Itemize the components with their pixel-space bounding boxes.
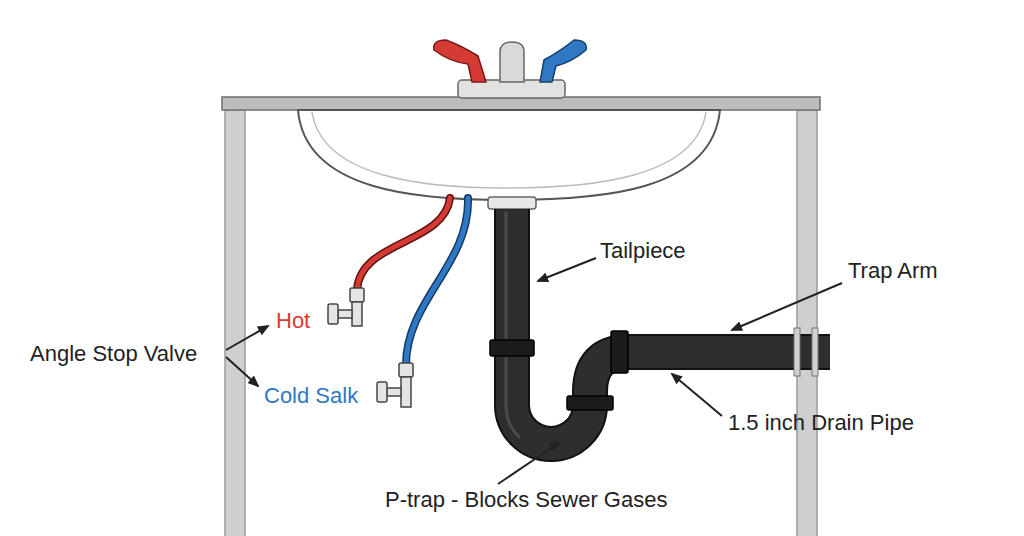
drain-flange bbox=[488, 197, 536, 209]
hot-label: Hot bbox=[276, 308, 310, 334]
part-label: Trap Arm bbox=[848, 258, 938, 284]
countertop bbox=[222, 97, 820, 110]
cabinet-leg bbox=[797, 110, 817, 536]
angle-stop-valve bbox=[377, 363, 413, 407]
sink-basin bbox=[298, 110, 720, 200]
cold-handle bbox=[540, 40, 586, 82]
part-label: 1.5 inch Drain Pipe bbox=[728, 410, 914, 436]
escutcheon bbox=[794, 328, 800, 376]
part-label: P-trap - Blocks Sewer Gases bbox=[385, 487, 667, 513]
p-trap-pipe bbox=[512, 209, 830, 444]
slip-nut bbox=[611, 331, 628, 373]
hot-supply-line bbox=[357, 198, 450, 290]
slip-nut bbox=[567, 396, 613, 410]
cabinet-leg bbox=[225, 110, 245, 536]
slip-nut bbox=[490, 340, 534, 356]
leader-lines bbox=[226, 258, 842, 484]
faucet-spout bbox=[500, 42, 524, 82]
cold-label: Cold Salk bbox=[264, 383, 358, 409]
hot-handle bbox=[434, 40, 486, 82]
part-label: Tailpiece bbox=[600, 238, 686, 264]
cold-supply-line bbox=[406, 198, 468, 365]
part-label: Angle Stop Valve bbox=[30, 341, 197, 367]
angle-stop-valve bbox=[328, 288, 364, 326]
